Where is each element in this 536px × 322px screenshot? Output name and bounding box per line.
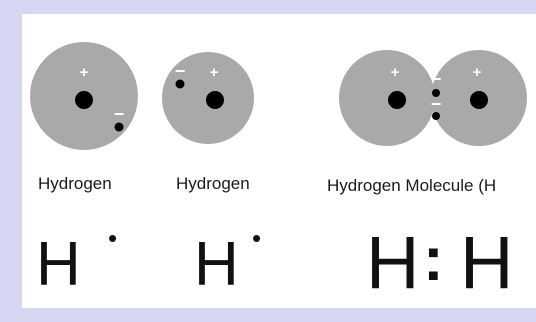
molecule-symbol-right: H — [460, 221, 513, 304]
molecule-label: Hydrogen Molecule (H — [327, 176, 496, 195]
bonding-dot-1: • — [108, 223, 117, 253]
bonding-dot-2: • — [252, 223, 261, 253]
proton-sign: + — [210, 64, 219, 81]
electron-cloud-left — [339, 50, 435, 146]
proton-sign: + — [80, 64, 89, 81]
hydrogen-molecule: + + − − — [339, 50, 527, 146]
nucleus — [206, 91, 224, 109]
hydrogen-bonding-diagram: + − + − + + − − — [30, 42, 527, 304]
electron-sign-top: − — [431, 69, 442, 89]
hydrogen-atom-2: + − — [162, 52, 254, 144]
proton-sign-right: + — [473, 64, 482, 81]
molecule-symbol-left: H — [366, 221, 419, 304]
diagram-panel: + − + − + + − − — [22, 14, 536, 308]
electron-sign-bottom: − — [431, 94, 442, 114]
atom-label-1: Hydrogen — [38, 174, 112, 193]
shared-electron-top — [432, 89, 440, 97]
symbol-h-1: H — [36, 230, 81, 299]
nucleus-left — [388, 91, 406, 109]
symbol-h-2: H — [194, 230, 239, 299]
atom-label-2: Hydrogen — [176, 174, 250, 193]
electron-sign: − — [175, 61, 186, 81]
proton-sign-left: + — [391, 64, 400, 81]
nucleus-right — [470, 91, 488, 109]
electron — [175, 79, 185, 89]
electron — [114, 122, 124, 132]
nucleus — [75, 91, 93, 109]
electron-sign: − — [114, 104, 125, 124]
hydrogen-atom-1: + − — [30, 42, 138, 150]
molecule-shared-pair: : — [423, 225, 444, 294]
shared-electron-bottom — [432, 112, 440, 120]
